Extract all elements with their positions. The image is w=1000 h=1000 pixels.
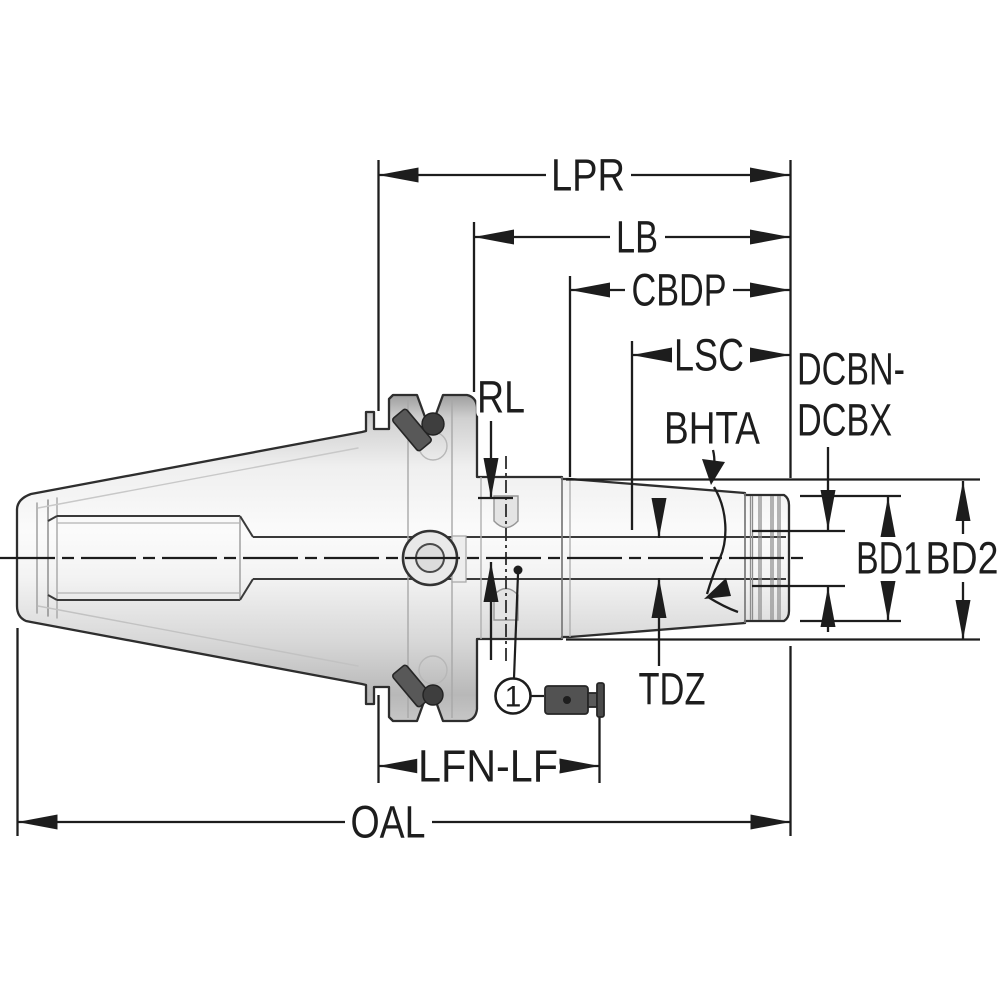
dimension-dcbn-dcbx: [752, 447, 845, 632]
label-cbdp: CBDP: [632, 265, 727, 316]
dimension-lfn-lf: [377, 695, 601, 783]
label-bhta: BHTA: [664, 403, 760, 454]
drive-key-top: [392, 408, 445, 452]
label-lfn-lf: LFN-LF: [418, 741, 558, 792]
callout-number: 1: [505, 681, 522, 714]
dimension-rl: [478, 421, 513, 660]
dimension-cbdp: [568, 276, 790, 477]
leader-dot: [513, 565, 523, 575]
dimension-labels: LPR LB CBDP LSC DCBN- DCBX RL BHTA BD1 B…: [346, 145, 1000, 852]
label-oal: OAL: [351, 797, 426, 848]
label-lb: LB: [616, 212, 658, 263]
label-dcbn: DCBN-: [797, 344, 905, 395]
bhta-arrowhead-top: [702, 459, 725, 485]
drive-key-bottom: [392, 664, 444, 708]
label-bd1: BD1: [856, 533, 922, 584]
bhta-arrowhead-bottom: [704, 578, 731, 599]
drive-key-ghost-bottom: [418, 655, 448, 685]
label-lpr: LPR: [551, 150, 625, 201]
dimension-lsc: [630, 341, 790, 530]
label-lsc: LSC: [674, 330, 744, 381]
dimension-oal: [16, 628, 792, 836]
screw-drive-dot: [563, 696, 571, 704]
taper-shank-details: [36, 447, 359, 667]
label-tdz: TDZ: [639, 664, 706, 715]
label-dcbx: DCBX: [797, 395, 892, 446]
callout-circle: [494, 677, 532, 715]
dimensions: [16, 160, 980, 836]
dimension-bhta: [702, 449, 739, 614]
set-screw: [544, 682, 605, 718]
callout-1: 1: [494, 565, 605, 718]
dimension-bd2: [566, 478, 980, 641]
dimension-lb: [472, 222, 790, 392]
internal-bore: [47, 515, 786, 601]
label-bd2: BD2: [926, 533, 999, 584]
dimension-lpr: [377, 160, 790, 411]
label-rl: RL: [477, 372, 525, 423]
tool-body: [15, 393, 791, 723]
dimension-bd1: [800, 494, 901, 623]
